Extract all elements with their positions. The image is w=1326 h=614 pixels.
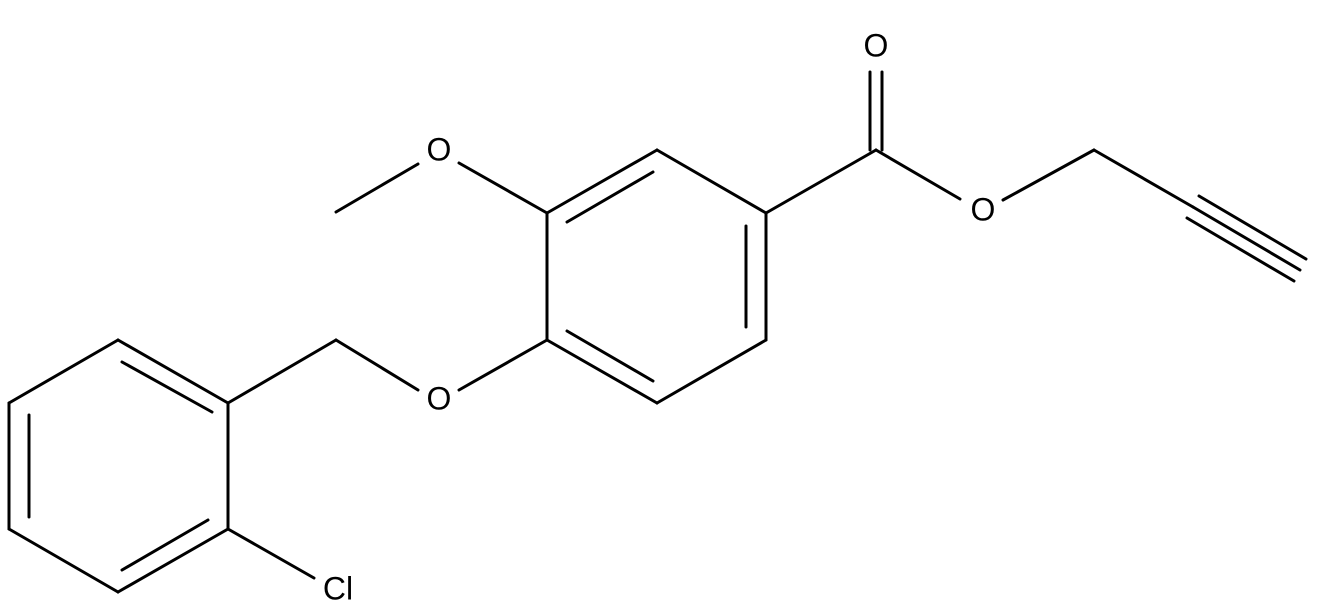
bond [334, 338, 420, 392]
bond [120, 360, 214, 414]
chlorine-label: Cl [323, 570, 353, 606]
bond [1191, 205, 1302, 272]
benzyl-ether [226, 338, 549, 405]
bond [116, 527, 230, 594]
bond [7, 338, 120, 405]
bond [655, 338, 768, 405]
bond [120, 518, 210, 572]
ether-oxygen-label: O [427, 380, 452, 416]
bond [7, 527, 120, 594]
ester-oxygen-label: O [971, 191, 996, 227]
bond [545, 338, 659, 405]
central-benzene-ring [545, 148, 768, 405]
bond [334, 162, 420, 214]
bond [655, 148, 768, 215]
bond [545, 148, 659, 215]
bond [874, 148, 962, 201]
bond [457, 338, 549, 392]
bond [457, 161, 549, 215]
methoxy-group [334, 161, 549, 215]
methoxy-oxygen-label: O [427, 131, 452, 167]
bond [116, 338, 230, 405]
bond [1001, 148, 1096, 202]
bond [1185, 216, 1296, 283]
propargyl-chain [1092, 148, 1308, 283]
bond [226, 338, 338, 405]
bond [1197, 194, 1308, 261]
bond [1092, 148, 1195, 209]
bond [764, 148, 878, 215]
carbonyl-oxygen-label: O [864, 27, 889, 63]
bond [226, 527, 316, 580]
bond [565, 329, 655, 383]
bond [565, 170, 655, 224]
chlorophenyl-ring [7, 338, 316, 594]
ester-group [764, 70, 1096, 215]
